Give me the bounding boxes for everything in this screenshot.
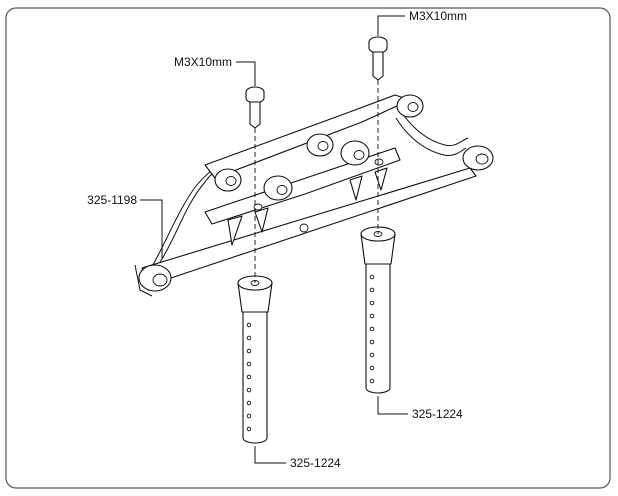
bracket-left-end-tab <box>134 264 153 297</box>
post-left-holes <box>246 322 252 432</box>
rail-pivot <box>299 223 309 233</box>
bracket-bushing-3-hole <box>407 102 419 112</box>
bracket-right-bushing-hole <box>475 153 489 165</box>
bracket-assembly <box>134 94 494 297</box>
post-right-holes <box>369 274 375 384</box>
label-bracket: 325-1198 <box>87 193 137 207</box>
screw-left-shank <box>249 101 261 129</box>
bracket-right-arm <box>399 109 469 147</box>
screw-right-shank <box>372 51 384 81</box>
plate-bushing-right-hole <box>353 150 365 160</box>
mounting-plate <box>204 147 401 225</box>
plate-bushing-left-hole <box>276 185 288 195</box>
label-screw-left: M3X10mm <box>174 55 232 69</box>
bracket-left-bushing-hole <box>152 273 168 287</box>
leader-screw-left <box>236 61 256 86</box>
label-screw-right: M3X10mm <box>409 9 467 23</box>
bracket-right-arm-inner <box>395 117 467 156</box>
post-right-tube <box>365 263 391 394</box>
post-left-tube <box>242 311 268 444</box>
plate-gusset-3 <box>349 175 363 201</box>
screw-right <box>368 36 388 81</box>
bracket-bushing-2-hole <box>317 141 329 151</box>
screw-left-head-side <box>245 92 265 104</box>
label-post-right: 325-1224 <box>412 407 463 421</box>
plate-gusset-4 <box>374 167 388 191</box>
leader-screw-right <box>377 15 405 36</box>
post-right <box>360 226 396 394</box>
plate-hole-right <box>374 158 384 166</box>
post-left <box>237 275 273 444</box>
diagram-frame <box>5 7 611 489</box>
screw-right-head-side <box>368 42 388 54</box>
screw-left <box>245 86 265 129</box>
label-post-left: 325-1224 <box>290 456 341 470</box>
bracket-bushing-1-hole <box>225 176 237 186</box>
leader-post-right <box>377 396 408 415</box>
leader-post-left <box>254 446 286 464</box>
leader-bracket <box>140 199 163 258</box>
plate-hole-left <box>253 203 263 211</box>
plate-gusset-1 <box>227 215 243 246</box>
plate-gusset-2 <box>254 207 269 233</box>
